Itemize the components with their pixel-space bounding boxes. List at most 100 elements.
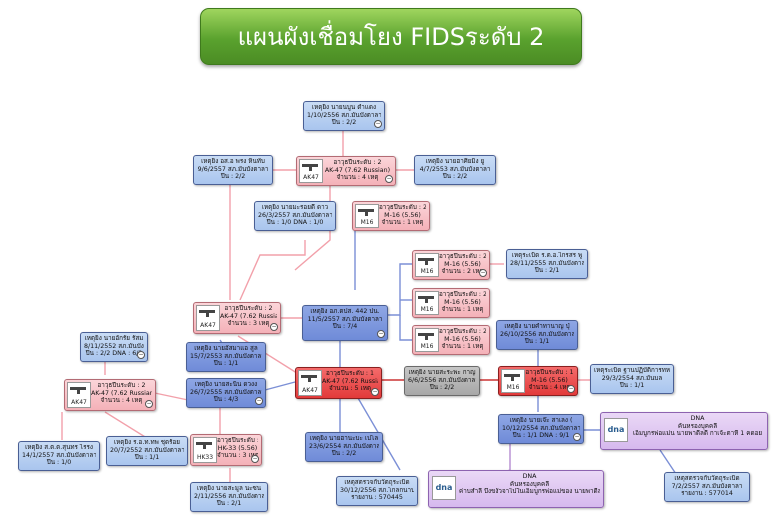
node-line: 9/6/2557 สภ.มันบังตาลา	[197, 165, 269, 173]
node-line: ปืน : 2/2	[331, 119, 357, 127]
collapse-icon[interactable]: −	[377, 330, 385, 338]
weapon-node[interactable]: M16 อาวุธปืนระดับ : 2 M-16 (5.56) จำนวน …	[412, 288, 490, 318]
node-line: จำนวน : 1 เหตุ	[441, 343, 484, 351]
incident-node[interactable]: เหตุยิง นายเจ๊ะ สาเลง ( 10/12/2554 สภ.มั…	[498, 414, 584, 444]
weapon-model: M16	[506, 384, 520, 391]
node-line: รายงาน : 577014	[681, 490, 733, 498]
node-line: อาวุธปืนระดับ : 2	[97, 382, 146, 389]
node-line: จำนวน : 3 เหตุ	[217, 452, 258, 460]
incident-node[interactable]: เหตุยิง นายสะระพะ กาญ 6/6/2556 สภ.มันบัง…	[404, 366, 480, 396]
node-line: HK-33 (5.56)	[217, 444, 258, 452]
weapon-node[interactable]: M16 อาวุธปืนระดับ : 2 M-16 (5.56) จำนวน …	[412, 325, 490, 355]
node-line: เหตุยิง นายคำทานาญ ปุ่	[504, 323, 570, 330]
incident-node[interactable]: เหตุยิง อภ.ตปส. 442 ปน. 11/5/2557 สภ.มัน…	[302, 305, 388, 341]
incident-node[interactable]: เหตุระเบิด ร.ต.อ.ไกรสร พู 28/11/2555 สภ.…	[506, 249, 588, 279]
weapon-node[interactable]: M16 อาวุธปืนระดับ : 2 M-16 (5.56) จำนวน …	[352, 201, 430, 231]
weapon-node[interactable]: AK47 อาวุธปืนระดับ : 2 AK-47 (7.62 Russi…	[296, 156, 396, 186]
node-line: AK-47 (7.62 Russian)	[322, 377, 378, 385]
weapon-model: AK47	[302, 387, 318, 394]
diagram-title: แผนผังเชื่อมโยง FIDSระดับ 2	[200, 8, 582, 65]
node-line: 14/1/2557 สภ.มันบังตาลา	[22, 451, 96, 459]
node-line: ปืน : 2/2	[220, 173, 246, 181]
node-line: จำนวน : 4 เหตุ	[100, 397, 143, 405]
node-line: 8/11/2552 สภ.มันบังตาลา	[84, 342, 144, 350]
rifle-icon: M16	[415, 328, 439, 352]
incident-node[interactable]: เหตุยิง นายสะนิน ดวงง 26/7/2555 สภ.มันบั…	[186, 378, 266, 408]
weapon-model: AK47	[71, 399, 87, 406]
node-line: เหตุยิง นายฮานะบะ เปโล	[309, 435, 379, 442]
dna-icon: dna	[432, 476, 456, 500]
dna-node[interactable]: dna DNA ค้นหรองบุคคลี เอ็มบูกรพ่อแม่น นา…	[600, 412, 768, 450]
node-line: เหตุยิง อส.อ พรง หินทับ	[201, 158, 265, 165]
incident-node[interactable]: เหตุยิง นายฮาศิยมิง ยู 4/7/2553 สภ.มันบั…	[414, 155, 496, 185]
dna-node[interactable]: dna DNA ค้นหรองบุคคลี ค่าบสำลี บึงขงัวจา…	[428, 470, 604, 508]
collapse-icon[interactable]: −	[251, 455, 259, 463]
link	[149, 391, 189, 401]
incident-node[interactable]: เหตุระเบิด ฐานปฏิบัติการทห 29/3/2554 สภ.…	[590, 364, 674, 394]
incident-node[interactable]: เหตุยิง นายนบูน ดำแดง 1/10/2556 สภ.มันบั…	[303, 101, 385, 131]
collapse-icon[interactable]: −	[374, 120, 382, 128]
weapon-model: M16	[360, 219, 374, 226]
link	[239, 240, 306, 301]
node-line: อาวุธปืนระดับ : 2	[217, 437, 258, 444]
incident-node[interactable]: เหตุสตรวจกับวัตถุระเบิด 7/2/2557 สภ.มันบ…	[664, 472, 750, 502]
rifle-icon: AK47	[299, 159, 323, 183]
collapse-icon[interactable]: −	[573, 433, 581, 441]
weapon-node[interactable]: HK33 อาวุธปืนระดับ : 2 HK-33 (5.56) จำนว…	[190, 434, 262, 466]
incident-node[interactable]: เหตุยิง อส.อ พรง หินทับ 9/6/2557 สภ.มันบ…	[193, 155, 273, 185]
node-line: เหตุยิง ส.ต.ต.สุนทร ไรรง	[25, 444, 93, 451]
node-line: เหตุยิง นายเจ๊ะ สาเลง (	[509, 417, 573, 424]
weapon-node[interactable]: AK47 อาวุธปืนระดับ : 2 AK-47 (7.62 Russi…	[193, 302, 281, 334]
node-line: M-16 (5.56)	[384, 211, 421, 219]
node-line: อาวุธปืนระดับ : 1	[326, 370, 374, 377]
node-line: อาวุธปืนระดับ : 1	[525, 369, 574, 376]
collapse-icon[interactable]: −	[255, 397, 263, 405]
weapon-node[interactable]: M16 อาวุธปืนระดับ : 2 M-16 (5.56) จำนวน …	[412, 250, 490, 280]
node-line: อาวุธปืนระดับ : 2	[439, 253, 486, 260]
collapse-icon[interactable]: −	[479, 269, 487, 277]
node-line: เหตุสตรวจกับวัตถุระเบิด	[674, 475, 740, 482]
node-line: 6/6/2556 สภ.มันบังตาลา	[408, 376, 476, 384]
node-line: เหตุยิง นายมะรอยดี ดาว	[261, 204, 329, 211]
incident-node[interactable]: เหตุยิง นายอัสมาแอ สูล 15/7/2553 สภ.มันบ…	[186, 342, 266, 372]
node-line: ปืน : 1/1	[619, 382, 645, 390]
incident-node[interactable]: เหตุยิง นายสะมูล นะซน 2/11/2556 สภ.มันบั…	[190, 482, 268, 512]
weapon-model: M16	[420, 306, 434, 313]
rifle-icon: HK33	[193, 437, 217, 463]
incident-node[interactable]: เหตุสตรวจกับวัตถุระเบิด 30/12/2556 สภ.โก…	[336, 476, 418, 506]
incident-node[interactable]: เหตุยิง ร.อ.ท.ทพ ชุดร้อย 20/7/2552 สภ.มั…	[106, 436, 188, 466]
node-line: AK-47 (7.62 Russian)	[91, 389, 152, 397]
incident-node[interactable]: เหตุยิง นายคำทานาญ ปุ่ 26/10/2556 สภ.มัน…	[496, 320, 578, 350]
collapse-icon[interactable]: −	[567, 385, 575, 393]
node-line: ปืน : 2/2 DNA : 6/2	[85, 350, 143, 358]
node-line: เหตุยิง นายสะมูล นะซน	[196, 485, 262, 492]
node-line: ปืน : 2/2	[331, 450, 357, 458]
collapse-icon[interactable]: −	[270, 323, 278, 331]
collapse-icon[interactable]: −	[145, 400, 153, 408]
incident-node[interactable]: เหตุยิง ส.ต.ต.สุนทร ไรรง 14/1/2557 สภ.มั…	[18, 441, 100, 471]
node-line: เหตุยิง นายอัสมาแอ สูล	[194, 345, 258, 352]
node-line: เหตุยิง นายสะนิน ดวงง	[194, 381, 258, 388]
weapon-node[interactable]: AK47 อาวุธปืนระดับ : 1 AK-47 (7.62 Russi…	[295, 367, 382, 399]
node-line: ปืน : 2/1	[534, 267, 560, 275]
collapse-icon[interactable]: −	[385, 175, 393, 183]
weapon-node[interactable]: AK47 อาวุธปืนระดับ : 2 AK-47 (7.62 Russi…	[64, 379, 156, 411]
node-line: จำนวน : 4 เหตุ	[528, 384, 571, 392]
node-line: 4/7/2553 สภ.มันบังตาลา	[419, 165, 491, 173]
node-line: M-16 (5.56)	[531, 376, 568, 384]
collapse-icon[interactable]: −	[371, 388, 379, 396]
incident-node[interactable]: เหตุยิง นายมะรอยดี ดาว 26/3/2557 สภ.มันบ…	[254, 201, 336, 231]
weapon-node[interactable]: M16 อาวุธปืนระดับ : 1 M-16 (5.56) จำนวน …	[498, 366, 578, 396]
node-line: M-16 (5.56)	[444, 298, 481, 306]
node-line: ปืน : 1/1	[134, 454, 160, 462]
rifle-icon: M16	[355, 204, 379, 228]
node-line: เหตุยิง อภ.ตปส. 442 ปน.	[310, 308, 380, 315]
incident-node[interactable]: เหตุยิง นายอักรัย รัสม 8/11/2552 สภ.มันบ…	[80, 332, 148, 362]
rifle-icon: AK47	[298, 370, 322, 396]
rifle-icon: M16	[415, 253, 439, 277]
node-line: ค้นหรองบุคคลี	[509, 480, 550, 488]
node-line: ค่าบสำลี บึงขงัวจาไปในเอ็มบูกรพ่อแม่ของ …	[459, 488, 600, 496]
node-line: 26/10/2556 สภ.มันบังตาลา	[500, 330, 574, 338]
incident-node[interactable]: เหตุยิง นายฮานะบะ เปโล 23/6/2554 สภ.มันบ…	[305, 432, 383, 462]
collapse-icon[interactable]: −	[137, 351, 145, 359]
